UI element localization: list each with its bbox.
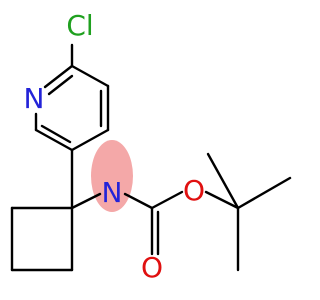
ester-oxygen-label: O [183, 174, 205, 207]
bond-c5-c6 [34, 128, 74, 152]
bond-c-oester [150, 190, 184, 210]
bond-ctbu-me2 [236, 176, 292, 210]
bond-c5-c6-inner [40, 124, 72, 144]
chlorine-label: Cl [66, 9, 93, 42]
bond-n1-c2-inner [47, 74, 74, 96]
bond-cq-n [70, 192, 102, 210]
pyridine-nitrogen-label: N [24, 82, 45, 115]
bond-c4-c5 [70, 128, 110, 152]
bond-c2-c3 [70, 64, 110, 88]
structure-diagram: Cl N N O O [10, 9, 292, 284]
molecule-canvas: Cl N N O O [10, 9, 292, 284]
bond-n1-c2 [43, 64, 74, 89]
bond-n-c [123, 192, 154, 210]
bond-ctbu-me3 [206, 152, 240, 210]
amine-nitrogen-highlight [91, 140, 133, 212]
bond-oester-ctbu [204, 190, 240, 210]
amine-nitrogen-label: N [102, 176, 123, 209]
carbonyl-oxygen-label: O [141, 251, 163, 284]
